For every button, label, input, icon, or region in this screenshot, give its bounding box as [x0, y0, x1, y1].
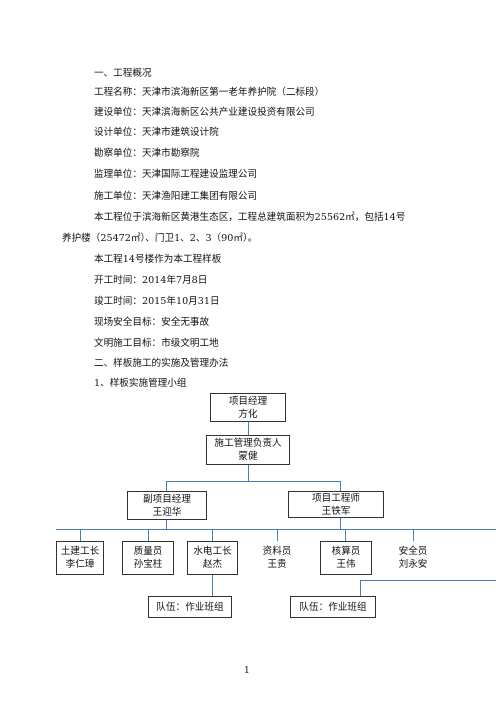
civil-construction-goal: 文明施工目标：市级文明工地: [94, 338, 219, 349]
construction-lead-name: 蒙健: [238, 451, 258, 462]
connector-lead-bus: [248, 465, 249, 481]
project-engineer-name: 王铁军: [321, 505, 351, 517]
project-manager-name: 方化: [238, 408, 258, 420]
mep-foreman-title: 水电工长: [193, 546, 232, 557]
connector-to-safety-officer: [413, 529, 414, 541]
deputy-manager-box: 副项目经理 王迎华: [127, 491, 207, 520]
supervision-unit: 监理单位：天津国际工程建设监理公司: [94, 169, 258, 180]
sample-building: 本工程14号楼作为本工程样板: [94, 254, 222, 265]
location-line-1: 本工程位于滨海新区黄港生态区，工程总建筑面积为25562㎡，包括14号: [94, 212, 406, 223]
quality-officer-name: 孙宝柱: [133, 559, 163, 570]
team-heading: 1、样板实施管理小组: [94, 378, 187, 389]
safety-goal: 现场安全目标：安全无事故: [94, 317, 210, 328]
safety-officer-box: 安全员 刘永安: [390, 541, 436, 575]
end-date: 竣工时间：2015年10月31日: [94, 296, 220, 307]
design-unit: 设计单位：天津市建筑设计院: [94, 127, 219, 138]
mep-foreman-name: 赵杰: [202, 559, 223, 570]
start-date: 开工时间：2014年7月8日: [94, 275, 208, 286]
right-work-team-label: 队伍：作业班组: [299, 601, 367, 613]
connector-left-team: [212, 575, 213, 596]
deputy-manager-title: 副项目经理: [143, 493, 191, 505]
document-clerk-title: 资料员: [262, 546, 292, 557]
connector-second-tier-bus: [166, 481, 340, 482]
left-work-team-box: 队伍：作业班组: [148, 596, 232, 618]
overview-heading: 一、工程概况: [94, 68, 152, 79]
connector-to-quality-officer: [148, 529, 149, 541]
project-name: 工程名称：天津市滨海新区第一老年养护院（二标段）: [94, 87, 325, 98]
document-clerk-name: 王贵: [267, 559, 287, 570]
civil-foreman-name: 李仁璋: [65, 559, 95, 570]
connector-to-mep-foreman: [212, 529, 213, 541]
connector-to-engineer: [340, 481, 341, 491]
civil-foreman-box: 土建工长 李仁璋: [56, 541, 104, 575]
right-work-team-box: 队伍：作业班组: [290, 596, 376, 618]
construction-lead-title: 施工管理负责人: [214, 438, 282, 449]
connector-to-document-clerk: [277, 529, 278, 541]
connector-right-team-bus: [360, 580, 496, 581]
connector-to-deputy: [166, 481, 167, 491]
safety-officer-title: 安全员: [398, 546, 428, 557]
civil-foreman-title: 土建工长: [60, 546, 100, 557]
builder-unit: 建设单位：天津滨海新区公共产业建设投资有限公司: [94, 107, 315, 118]
connector-right-team: [360, 580, 361, 596]
cost-estimator-box: 核算员 王伟: [320, 541, 372, 575]
quality-officer-box: 质量员 孙宝柱: [122, 541, 174, 575]
location-line-2: 养护楼（25472㎡）、门卫1、2、3（90㎡）。: [62, 233, 258, 244]
project-manager-title: 项目经理: [228, 395, 268, 407]
connector-to-cost-estimator: [345, 529, 346, 541]
project-manager-box: 项目经理 方化: [210, 393, 286, 422]
mep-foreman-box: 水电工长 赵杰: [187, 541, 238, 575]
quality-officer-title: 质量员: [133, 546, 163, 557]
page-number: 1: [244, 666, 250, 676]
construction-lead-box: 施工管理负责人 蒙健: [206, 435, 290, 465]
connector-deputy-bus: [166, 520, 167, 529]
contractor-unit: 施工单位：天津渔阳建工集团有限公司: [94, 191, 258, 202]
connector-staff-bus: [56, 529, 496, 530]
survey-unit: 勘察单位：天津市勘察院: [94, 148, 200, 159]
connector-to-civil-foreman: [80, 529, 81, 541]
management-heading: 二、样板施工的实施及管理办法: [94, 358, 229, 369]
document-clerk-box: 资料员 王贵: [254, 541, 300, 575]
project-engineer-box: 项目工程师 王铁军: [288, 491, 384, 518]
cost-estimator-name: 王伟: [336, 559, 356, 570]
deputy-manager-name: 王迎华: [152, 506, 182, 518]
connector-manager-lead: [248, 422, 249, 435]
project-engineer-title: 项目工程师: [312, 492, 360, 504]
safety-officer-name: 刘永安: [398, 559, 428, 570]
cost-estimator-title: 核算员: [331, 546, 361, 557]
connector-engineer-bus: [340, 518, 341, 529]
left-work-team-label: 队伍：作业班组: [156, 601, 224, 613]
